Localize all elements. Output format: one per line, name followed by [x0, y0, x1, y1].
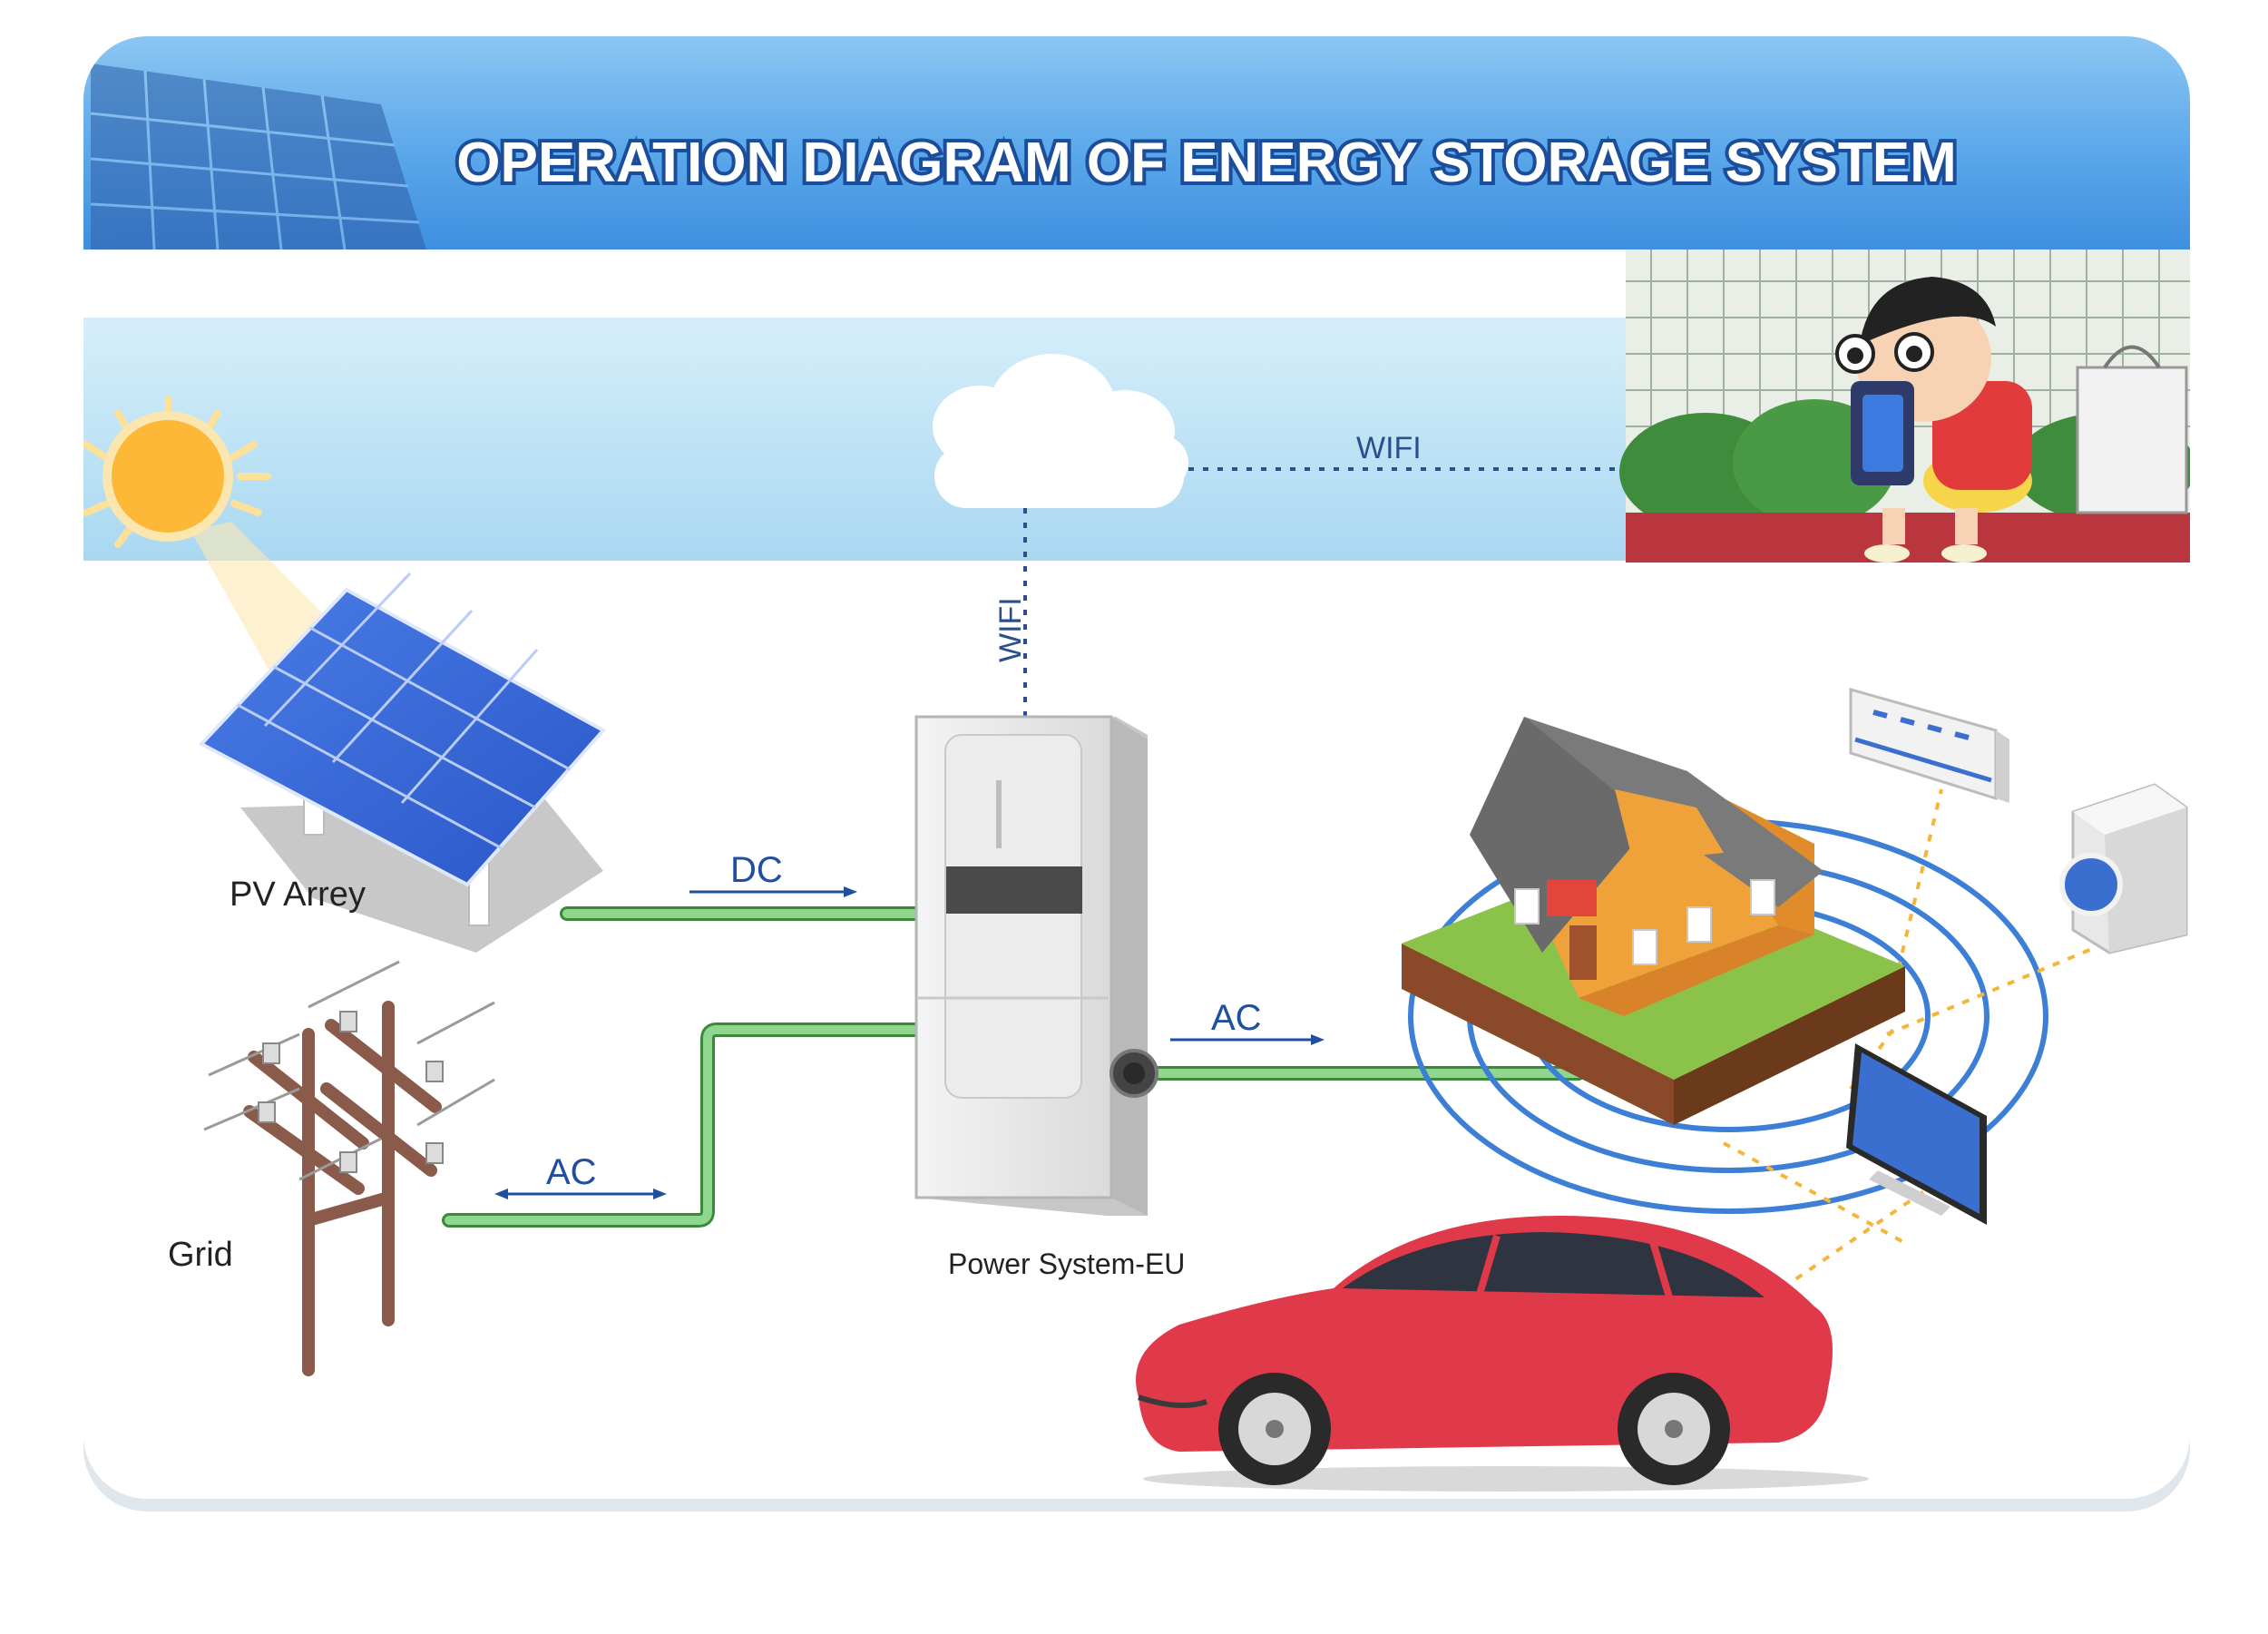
cloud-icon	[933, 354, 1188, 508]
utility-pole-icon	[203, 960, 495, 1376]
wifi-label-vertical: WIFI	[993, 597, 1028, 662]
grid-ac-label: AC	[546, 1152, 597, 1192]
wifi-label-horizontal: WIFI	[1356, 431, 1422, 465]
sky-band	[83, 318, 1626, 561]
page-title-outline: OPERATION DIAGRAM OF ENERGY STORAGE SYST…	[456, 132, 1957, 194]
inverter-cabinet-icon	[914, 715, 1158, 1216]
solar-panel-icon	[198, 572, 607, 953]
header-banner	[83, 36, 2190, 250]
page-title: OPERATION DIAGRAM OF ENERGY STORAGE SYST…	[456, 132, 1957, 194]
dc-flow-arrow	[689, 886, 857, 897]
house-ac-flow-arrow	[1170, 1034, 1325, 1045]
air-conditioner-icon	[1849, 688, 2009, 803]
header-solar-panel-icon	[90, 64, 426, 250]
grid-ac-flow-arrow	[494, 1189, 667, 1199]
power-system-label: Power System-EU	[948, 1248, 1185, 1280]
grid-label: Grid	[168, 1236, 233, 1274]
washing-machine-icon	[2059, 783, 2188, 954]
pv-array-label: PV Arrey	[230, 876, 366, 914]
cartoon-phone-photo	[1619, 250, 2190, 563]
house-icon	[1402, 717, 1905, 1125]
car-icon	[1136, 1216, 1869, 1492]
dc-label: DC	[730, 850, 783, 890]
grid-ac-cable	[445, 1025, 921, 1225]
house-ac-label: AC	[1211, 998, 1262, 1038]
tv-icon	[1846, 1043, 1987, 1225]
